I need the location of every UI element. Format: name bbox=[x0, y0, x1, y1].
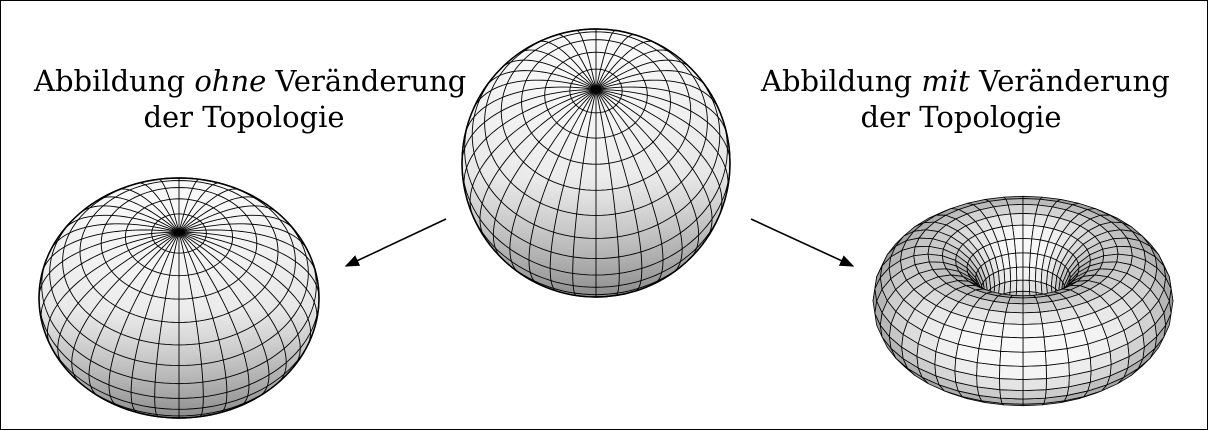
right-caption-before: Abbildung bbox=[761, 64, 922, 98]
right-caption: Abbildung mit Veränderung der Topologie bbox=[761, 63, 1170, 135]
center-sphere bbox=[461, 28, 731, 298]
left-arrow bbox=[344, 218, 447, 267]
torus bbox=[872, 195, 1174, 407]
left-caption-after: Veränderung bbox=[266, 64, 467, 98]
left-caption: Abbildung ohne Veränderung der Topologie bbox=[34, 63, 466, 135]
left-caption-before: Abbildung bbox=[34, 64, 195, 98]
right-arrow bbox=[750, 218, 855, 267]
left-caption-line2: der Topologie bbox=[143, 100, 345, 134]
flattened-sphere bbox=[38, 177, 320, 419]
right-caption-after: Veränderung bbox=[969, 64, 1170, 98]
right-caption-emphasis: mit bbox=[921, 64, 970, 98]
left-caption-emphasis: ohne bbox=[194, 64, 267, 98]
right-caption-line2: der Topologie bbox=[860, 100, 1062, 134]
